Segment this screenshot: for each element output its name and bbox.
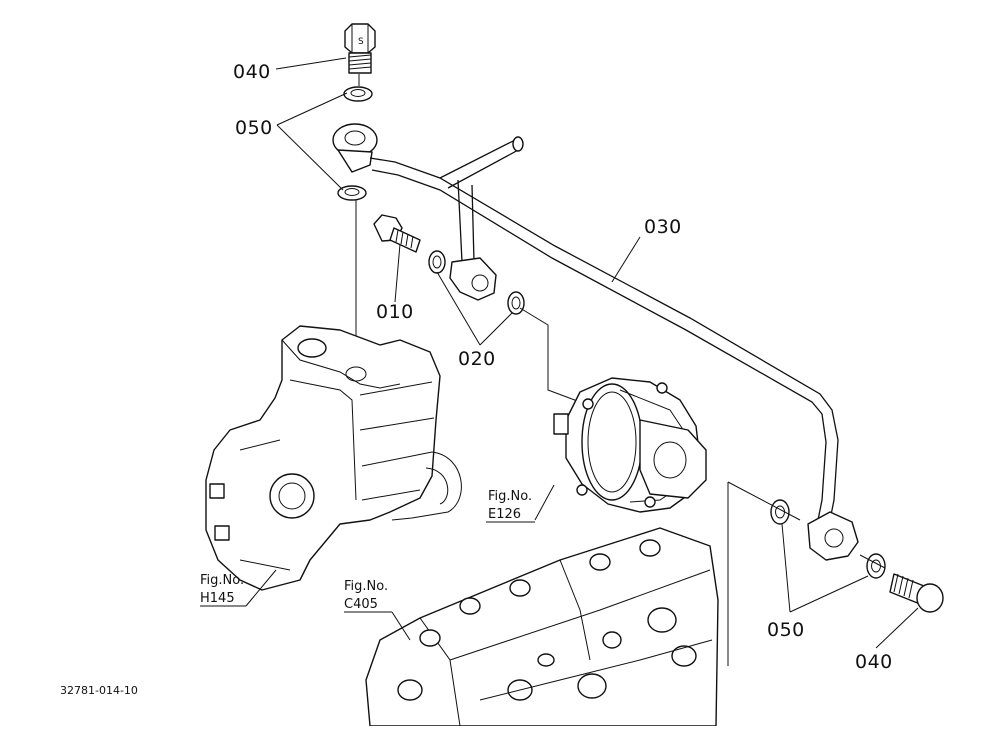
washer-050-bottom-left — [770, 499, 790, 525]
figref-c405-code: C405 — [344, 597, 378, 612]
callout-050-bottom: 050 — [767, 619, 805, 641]
figref-e126-code: E126 — [488, 507, 521, 522]
block-c405 — [365, 527, 719, 727]
bolt-010 — [373, 214, 421, 253]
bolt-040-bottom — [889, 573, 944, 613]
callout-030: 030 — [644, 216, 682, 238]
bolt-040-top: S — [344, 23, 376, 74]
figref-h145-label: Fig.No. — [200, 573, 244, 588]
figref-e126-label: Fig.No. — [488, 489, 532, 504]
drawing-number: 32781-014-10 — [60, 684, 138, 697]
washer-050-bottom-right — [866, 553, 886, 579]
pipe-030 — [332, 123, 859, 561]
figref-c405-label: Fig.No. — [344, 579, 388, 594]
injection-pump-h145 — [205, 325, 462, 591]
callout-040-top: 040 — [233, 61, 271, 83]
svg-text:S: S — [358, 37, 364, 47]
callout-020: 020 — [458, 348, 496, 370]
washer-020-left — [428, 250, 446, 274]
leader-lines — [200, 57, 919, 649]
washer-050-lower — [337, 185, 367, 201]
callout-010: 010 — [376, 301, 414, 323]
cover-assembly-e126 — [553, 377, 707, 513]
washer-020-right — [507, 291, 525, 315]
callout-040-bottom: 040 — [855, 651, 893, 673]
washer-050-upper — [343, 86, 373, 102]
callout-050-top: 050 — [235, 117, 273, 139]
figref-h145-code: H145 — [200, 591, 235, 606]
